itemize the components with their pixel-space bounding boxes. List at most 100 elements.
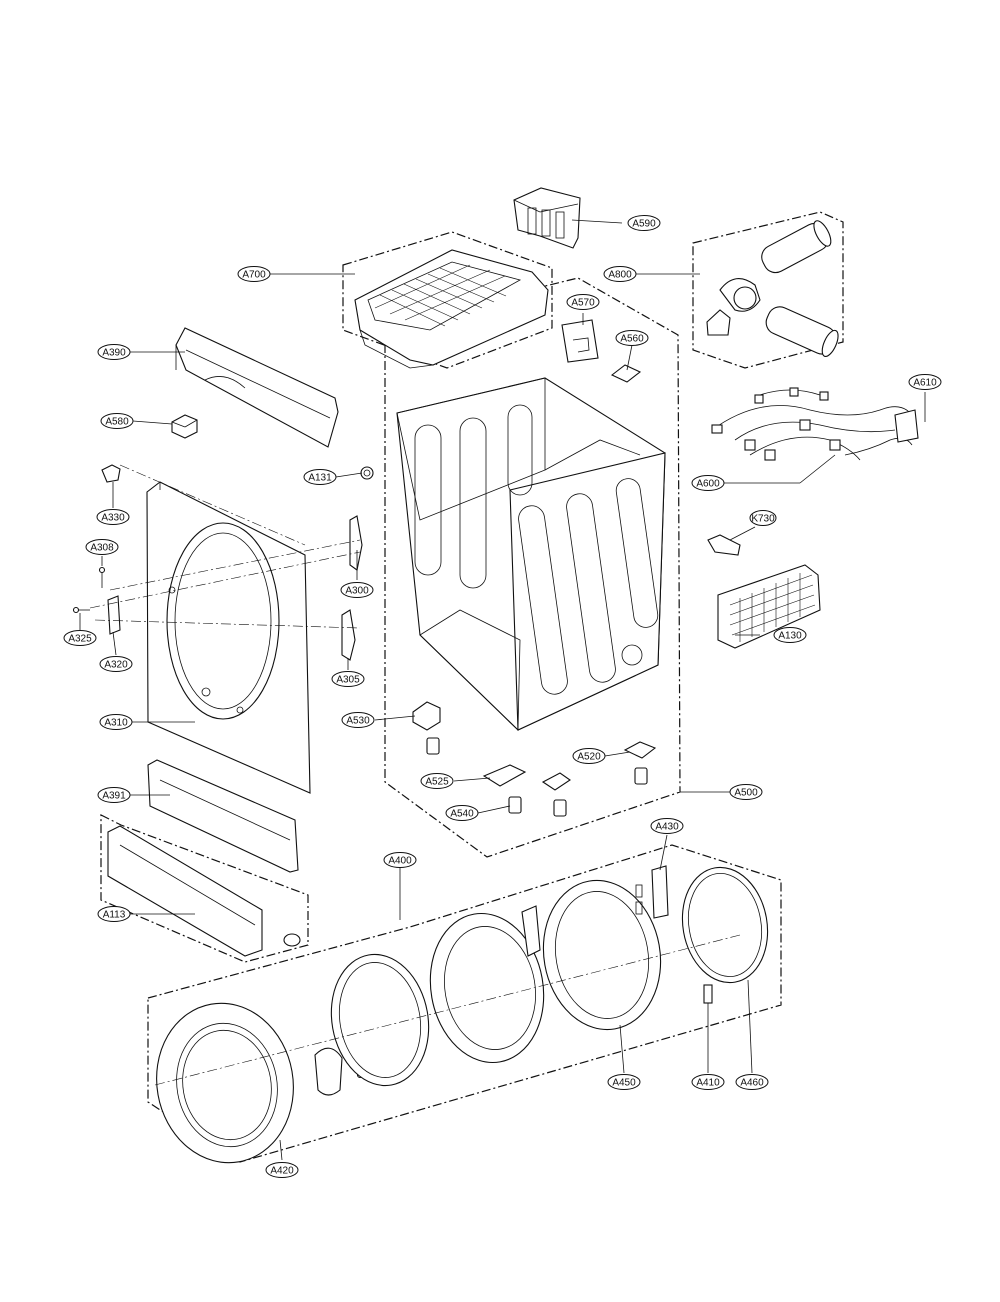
part-label-a560: A560: [615, 330, 649, 346]
part-label-text: A113: [103, 910, 126, 921]
part-label-text: A525: [425, 777, 449, 788]
part-label-a330: A330: [96, 509, 130, 525]
part-label-a520: A520: [572, 748, 606, 764]
part-label-text: A420: [270, 1166, 294, 1177]
a600-wire-harness-part: [711, 387, 919, 461]
part-label-a391: A391: [97, 787, 131, 803]
a131-bushing-part: [360, 466, 374, 480]
part-label-text: A305: [336, 675, 360, 686]
part-label-a113: A113: [97, 906, 131, 922]
part-label-a325: A325: [63, 630, 97, 646]
label-bubble: [572, 748, 606, 764]
label-bubble: [908, 374, 942, 390]
a530-bracket-part: [412, 701, 441, 731]
part-label-text: A580: [105, 417, 129, 428]
part-label-a450: A450: [607, 1074, 641, 1090]
a520-bracket-part: [623, 741, 657, 759]
label-bubble: [85, 539, 119, 555]
label-bubble: [773, 627, 807, 643]
part-label-a500: A500: [729, 784, 763, 800]
a460-gasket-part: [681, 866, 769, 984]
part-label-a540: A540: [445, 805, 479, 821]
a570-cover-part: [561, 319, 599, 363]
duct-group-outline: [692, 211, 844, 369]
part-label-a310: A310: [99, 714, 133, 730]
part-label-text: A520: [577, 752, 601, 763]
part-label-text: A308: [90, 543, 114, 554]
part-label-text: A610: [913, 378, 937, 389]
door-axis-line: [154, 934, 741, 1086]
label-bubble: [735, 1074, 769, 1090]
label-bubble: [749, 510, 777, 526]
a420-outer-door-ring-part: [156, 1002, 294, 1164]
a450-door-frame-part: [521, 879, 662, 1031]
label-bubble: [237, 266, 271, 282]
part-label-a305: A305: [331, 671, 365, 687]
top-cover-group-outline: [342, 231, 553, 369]
door-glass-part: [330, 953, 430, 1087]
part-label-text: A430: [655, 822, 679, 833]
part-label-a430: A430: [650, 818, 684, 834]
label-bubble: [691, 475, 725, 491]
a300-hinge-part: [349, 515, 363, 571]
part-label-a410: A410: [691, 1074, 725, 1090]
part-label-a300: A300: [340, 582, 374, 598]
label-bubble: [445, 805, 479, 821]
a130-filter-grille-part: [717, 564, 821, 649]
part-label-a420: A420: [265, 1162, 299, 1178]
a540-feet-part: [426, 737, 648, 817]
label-bubble: [650, 818, 684, 834]
part-label-a800: A800: [603, 266, 637, 282]
part-label-text: A450: [612, 1078, 636, 1089]
part-label-text: A560: [620, 334, 644, 345]
part-label-a530: A530: [341, 712, 375, 728]
part-label-a308: A308: [85, 539, 119, 555]
part-label-a130: A130: [773, 627, 807, 643]
label-bubble: [97, 787, 131, 803]
panel-alignment-lines: [89, 539, 361, 629]
a430-hinge-part: [635, 865, 669, 919]
label-bubble: [97, 906, 131, 922]
part-label-text: A460: [740, 1078, 764, 1089]
part-label-a460: A460: [735, 1074, 769, 1090]
a308-screw-part: [98, 566, 106, 588]
label-bubble: [627, 215, 661, 231]
a390-bracket-part: [175, 327, 339, 448]
part-label-a390: A390: [97, 344, 131, 360]
a113-drawer-part: [107, 825, 301, 957]
label-bubble: [566, 294, 600, 310]
door-inner-bowl-part: [429, 912, 545, 1064]
part-label-text: A320: [104, 660, 128, 671]
part-label-a600: A600: [691, 475, 725, 491]
part-label-text: A590: [632, 219, 656, 230]
part-label-text: A131: [308, 473, 332, 484]
part-label-text: A130: [778, 631, 802, 642]
part-label-a131: A131: [303, 469, 337, 485]
a700-top-tray-part: [354, 249, 549, 369]
part-label-text: A800: [608, 270, 632, 281]
part-label-text: A700: [242, 270, 266, 281]
part-label-text: A310: [104, 718, 128, 729]
part-label-a580: A580: [100, 413, 134, 429]
part-label-text: A570: [571, 298, 595, 309]
label-bubble: [340, 582, 374, 598]
part-label-text: A540: [450, 809, 474, 820]
part-label-text: A330: [101, 513, 125, 524]
a560-clip-part: [610, 364, 642, 383]
a525-bracket-part: [482, 764, 571, 791]
part-label-a570: A570: [566, 294, 600, 310]
a590-bracket-part: [513, 187, 581, 249]
label-bubble: [331, 671, 365, 687]
label-bubble: [341, 712, 375, 728]
part-label-text: A391: [102, 791, 126, 802]
a700-grid: [374, 264, 507, 327]
part-label-text: A410: [696, 1078, 720, 1089]
label-bubble: [63, 630, 97, 646]
label-bubble: [96, 509, 130, 525]
label-bubble: [420, 773, 454, 789]
part-label-text: A390: [102, 348, 126, 359]
part-label-a700: A700: [237, 266, 271, 282]
a330-clip-part: [101, 464, 121, 483]
